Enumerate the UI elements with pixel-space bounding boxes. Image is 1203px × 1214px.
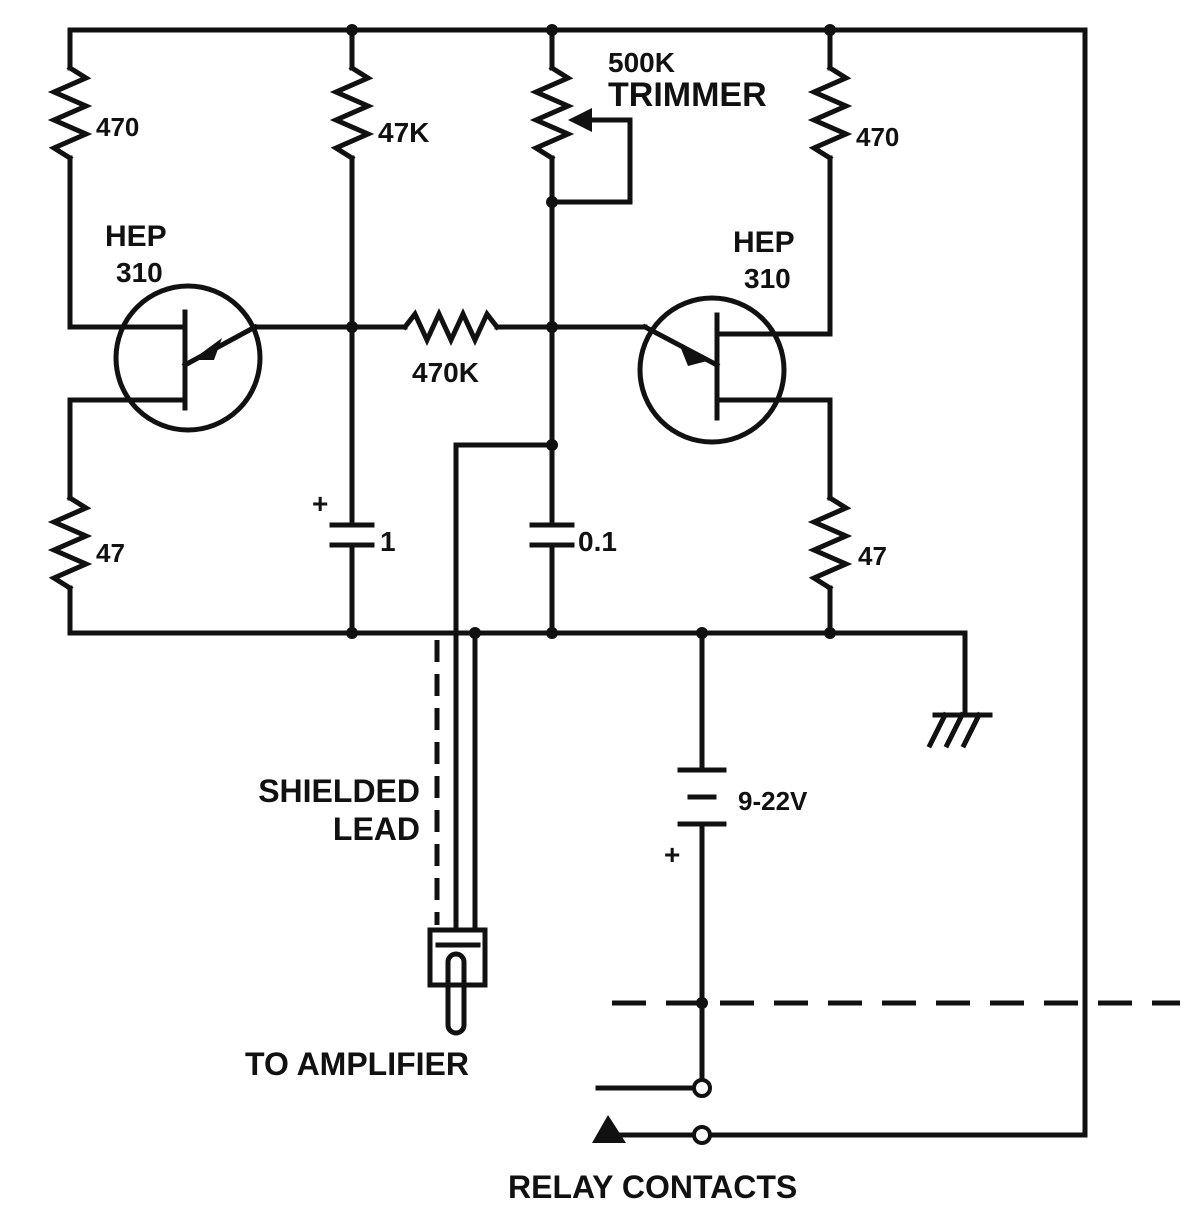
resistor-470k-label: 470K bbox=[412, 357, 479, 388]
transistor-right-number-label: 310 bbox=[744, 263, 791, 294]
trimmer-word-label: TRIMMER bbox=[608, 76, 767, 114]
resistor-47-right-label: 47 bbox=[858, 541, 887, 571]
trimmer-500k bbox=[529, 64, 575, 162]
resistor-47-right bbox=[807, 494, 853, 592]
ground-symbol bbox=[926, 711, 993, 749]
resistor-47k-label: 47K bbox=[378, 117, 429, 148]
relay-contacts-label: RELAY CONTACTS bbox=[508, 1169, 797, 1205]
trimmer-wiper-arrow bbox=[568, 108, 592, 132]
relay-terminal-lower bbox=[692, 1125, 712, 1145]
capacitor-0.1-label: 0.1 bbox=[578, 526, 617, 557]
wire bbox=[67, 155, 188, 330]
resistor-470-right bbox=[807, 64, 853, 162]
rca-plug-icon bbox=[427, 927, 488, 1036]
transistor-right bbox=[637, 155, 833, 501]
top-rail-and-relay-return-wire bbox=[67, 27, 1088, 1138]
trimmer-wiper-wire bbox=[549, 117, 633, 205]
ground-rail bbox=[67, 630, 968, 718]
transistor-left bbox=[67, 283, 263, 501]
capacitor-1-plus-label: + bbox=[312, 488, 328, 519]
battery-voltage-label: 9-22V bbox=[738, 786, 808, 816]
transistor-left-type-label: HEP bbox=[105, 220, 167, 253]
battery-plus-label: + bbox=[664, 839, 680, 870]
signal-wire bbox=[453, 442, 555, 933]
shielded-lead-label-line2: LEAD bbox=[333, 811, 420, 847]
resistor-470k bbox=[401, 308, 501, 346]
capacitor-1-label: 1 bbox=[380, 526, 396, 557]
shielded-lead-label-line1: SHIELDED bbox=[258, 773, 420, 809]
to-amplifier-label: TO AMPLIFIER bbox=[245, 1046, 469, 1082]
relay-contact-arrow bbox=[592, 1115, 626, 1143]
resistor-470-left-label: 470 bbox=[96, 112, 139, 142]
resistor-47-left bbox=[47, 494, 93, 592]
resistor-470-right-label: 470 bbox=[856, 122, 899, 152]
relay-terminal-upper bbox=[692, 1078, 712, 1098]
junction-dots bbox=[346, 24, 836, 1009]
resistor-470-left bbox=[47, 64, 93, 162]
transistor-right-type-label: HEP bbox=[733, 226, 795, 259]
trimmer-value-label: 500K bbox=[608, 47, 675, 78]
resistor-47k bbox=[329, 64, 375, 162]
transistor-left-number-label: 310 bbox=[116, 257, 163, 288]
resistor-47-left-label: 47 bbox=[96, 538, 125, 568]
